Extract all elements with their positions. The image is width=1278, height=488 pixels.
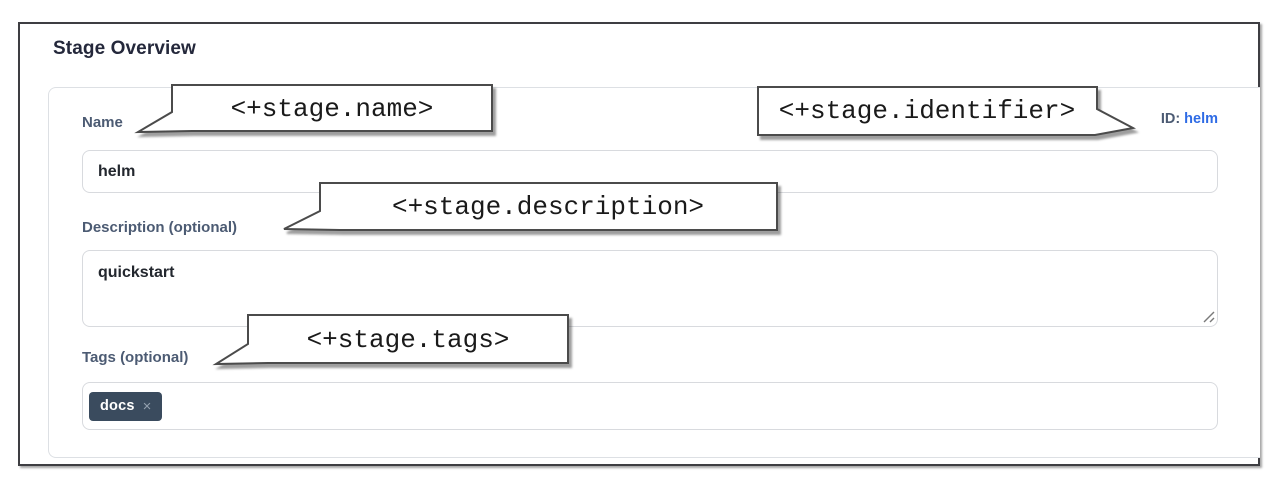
tags-input[interactable]: docs ×	[82, 382, 1218, 430]
id-value: helm	[1184, 111, 1218, 127]
tags-label: Tags (optional)	[82, 349, 189, 366]
tag-remove-icon[interactable]: ×	[142, 397, 152, 415]
id-label: ID:	[1160, 111, 1181, 127]
stage-id-line: ID:helm	[1161, 111, 1218, 127]
tag-chip-text: docs	[100, 398, 135, 414]
page-title: Stage Overview	[53, 38, 196, 59]
description-label: Description (optional)	[82, 219, 237, 236]
textarea-resize-handle-icon[interactable]	[1200, 308, 1216, 324]
name-label: Name	[82, 114, 123, 131]
description-textarea[interactable]: quickstart	[82, 250, 1218, 327]
name-input[interactable]	[82, 150, 1218, 193]
tag-chip: docs ×	[89, 391, 162, 421]
